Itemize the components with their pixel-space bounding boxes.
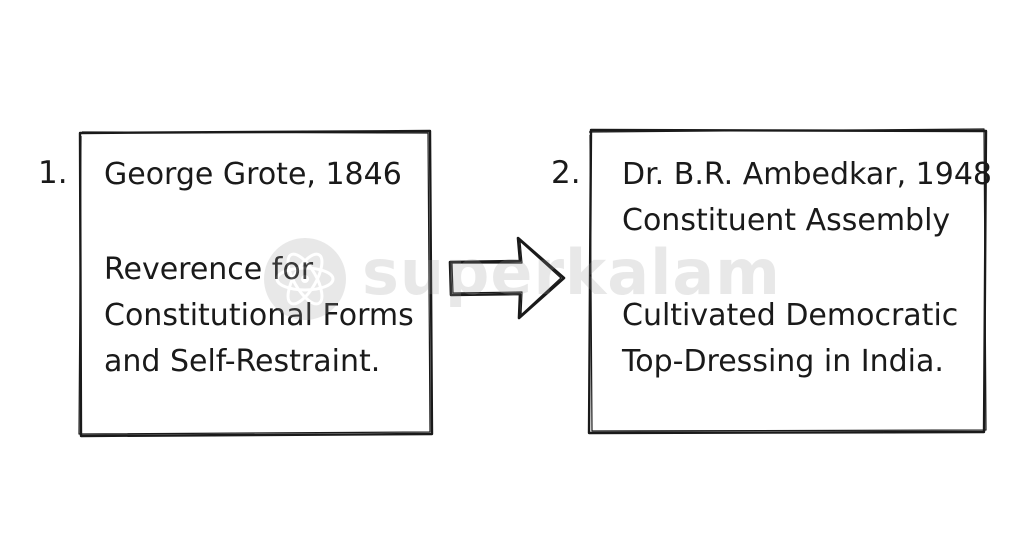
step-1-body-line: Reverence for bbox=[104, 252, 314, 287]
step-1-body-line: and Self-Restraint. bbox=[104, 344, 381, 379]
step-1-body-line: Constitutional Forms bbox=[104, 298, 414, 333]
step-2-heading-line: Dr. B.R. Ambedkar, 1948 bbox=[622, 157, 992, 192]
step-1-body: Reverence for Constitutional Forms and S… bbox=[104, 247, 414, 385]
right-arrow-icon bbox=[448, 236, 566, 320]
step-1-heading: George Grote, 1846 bbox=[104, 152, 402, 198]
step-2-heading-line: Constituent Assembly bbox=[622, 203, 951, 238]
step-2-body-line: Cultivated Democratic bbox=[622, 298, 959, 333]
step-1-box: George Grote, 1846 Reverence for Constit… bbox=[78, 129, 434, 438]
step-1-heading-line: George Grote, 1846 bbox=[104, 157, 402, 192]
step-1-number: 1. bbox=[38, 155, 68, 191]
step-1-box-frame bbox=[78, 129, 434, 438]
step-2-box: Dr. B.R. Ambedkar, 1948 Constituent Asse… bbox=[587, 128, 992, 435]
step-2-heading: Dr. B.R. Ambedkar, 1948 Constituent Asse… bbox=[622, 152, 992, 244]
step-2-body: Cultivated Democratic Top-Dressing in In… bbox=[622, 293, 958, 385]
step-2-number: 2. bbox=[551, 155, 581, 191]
step-2-body-line: Top-Dressing in India. bbox=[622, 344, 944, 379]
step-2-box-frame bbox=[587, 128, 988, 435]
